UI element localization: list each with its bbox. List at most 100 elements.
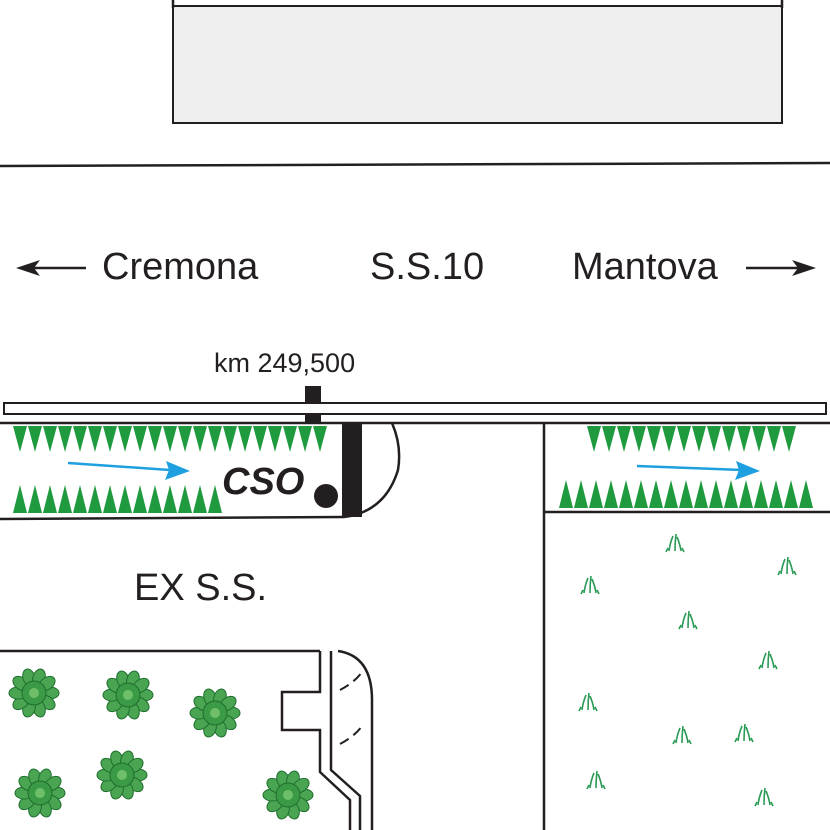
reed-icon <box>28 426 42 452</box>
reed-icon <box>724 480 738 508</box>
reed-icon <box>754 480 768 508</box>
shrub-icon <box>102 670 154 720</box>
reed-icon <box>692 426 706 452</box>
reed-icon <box>619 480 633 508</box>
shrub-icon <box>96 750 148 800</box>
lower-lot <box>0 649 374 830</box>
reed-icon <box>283 426 297 452</box>
flow-arrow-icon <box>67 461 190 480</box>
grass-tuft-icon <box>734 723 754 743</box>
reed-icon <box>58 426 72 452</box>
reed-icon <box>707 426 721 452</box>
reed-icon <box>298 426 312 452</box>
reed-icon <box>752 426 766 452</box>
reed-icon <box>208 485 222 513</box>
grass-tuft-icon <box>672 725 692 745</box>
reed-icon <box>632 426 646 452</box>
shrub-icon <box>8 668 60 718</box>
weir-wall <box>342 423 362 517</box>
reed-icon <box>767 426 781 452</box>
reed-icon <box>647 426 661 452</box>
reed-icon <box>739 480 753 508</box>
reed-icon <box>148 426 162 452</box>
reed-icon <box>43 485 57 513</box>
flow-arrow-icon <box>636 461 760 480</box>
outlet-dot-icon <box>314 484 338 508</box>
reed-icon <box>223 426 237 452</box>
reed-icon <box>664 480 678 508</box>
east-reeds <box>559 426 813 508</box>
west-reeds <box>13 426 327 513</box>
reed-icon <box>268 426 282 452</box>
reed-icon <box>238 426 252 452</box>
shrub-icon <box>189 688 241 738</box>
reed-icon <box>118 426 132 452</box>
reed-icon <box>103 485 117 513</box>
west-ditch: CSO <box>0 422 401 521</box>
reed-icon <box>193 485 207 513</box>
reed-icon <box>694 480 708 508</box>
grass-tuft-icon <box>754 787 774 807</box>
reed-icon <box>589 480 603 508</box>
reed-icon <box>193 426 207 452</box>
reed-icon <box>587 426 601 452</box>
reed-icon <box>88 485 102 513</box>
reed-icon <box>178 426 192 452</box>
reed-icon <box>722 426 736 452</box>
road-barrier <box>3 402 827 415</box>
arrow-left-icon <box>16 260 86 276</box>
reed-icon <box>148 485 162 513</box>
reed-icon <box>604 480 618 508</box>
grass-tuft-icon <box>586 770 606 790</box>
road-north-edge <box>0 161 830 168</box>
reed-icon <box>679 480 693 508</box>
reed-icon <box>88 426 102 452</box>
reed-icon <box>799 480 813 508</box>
reed-icon <box>662 426 676 452</box>
reed-icon <box>73 485 87 513</box>
reed-icon <box>13 485 27 513</box>
reed-icon <box>28 485 42 513</box>
west-destination-label: Cremona <box>102 246 259 288</box>
shrub-icon <box>262 770 314 820</box>
reed-icon <box>574 480 588 508</box>
building <box>172 5 783 124</box>
east-destination-label: Mantova <box>572 246 719 288</box>
reed-icon <box>118 485 132 513</box>
grass-tuft-icon <box>580 575 600 595</box>
reed-icon <box>709 480 723 508</box>
reed-icon <box>103 426 117 452</box>
grass-tuft-icon <box>578 692 598 712</box>
overflow-label: CSO <box>222 461 304 503</box>
reed-icon <box>208 426 222 452</box>
reed-icon <box>73 426 87 452</box>
grass-tufts <box>578 533 797 807</box>
grass-tuft-icon <box>777 556 797 576</box>
reed-icon <box>13 426 27 452</box>
grass-tuft-icon <box>678 610 698 630</box>
reed-icon <box>649 480 663 508</box>
grass-tuft-icon <box>758 650 778 670</box>
reed-icon <box>133 426 147 452</box>
arrow-right-icon <box>746 260 816 276</box>
road-name-label: S.S.10 <box>370 246 484 288</box>
reed-icon <box>133 485 147 513</box>
reed-icon <box>163 426 177 452</box>
reed-icon <box>602 426 616 452</box>
reed-icon <box>43 426 57 452</box>
reed-icon <box>782 426 796 452</box>
reed-icon <box>784 480 798 508</box>
east-ditch <box>544 426 830 514</box>
reed-icon <box>634 480 648 508</box>
grass-tuft-icon <box>665 533 685 553</box>
reed-icon <box>769 480 783 508</box>
shrubs <box>8 668 314 820</box>
reed-icon <box>163 485 177 513</box>
reed-icon <box>559 480 573 508</box>
reed-icon <box>253 426 267 452</box>
reed-icon <box>313 426 327 452</box>
reed-icon <box>737 426 751 452</box>
reed-icon <box>617 426 631 452</box>
kilometer-marker-label: km 249,500 <box>214 348 355 378</box>
